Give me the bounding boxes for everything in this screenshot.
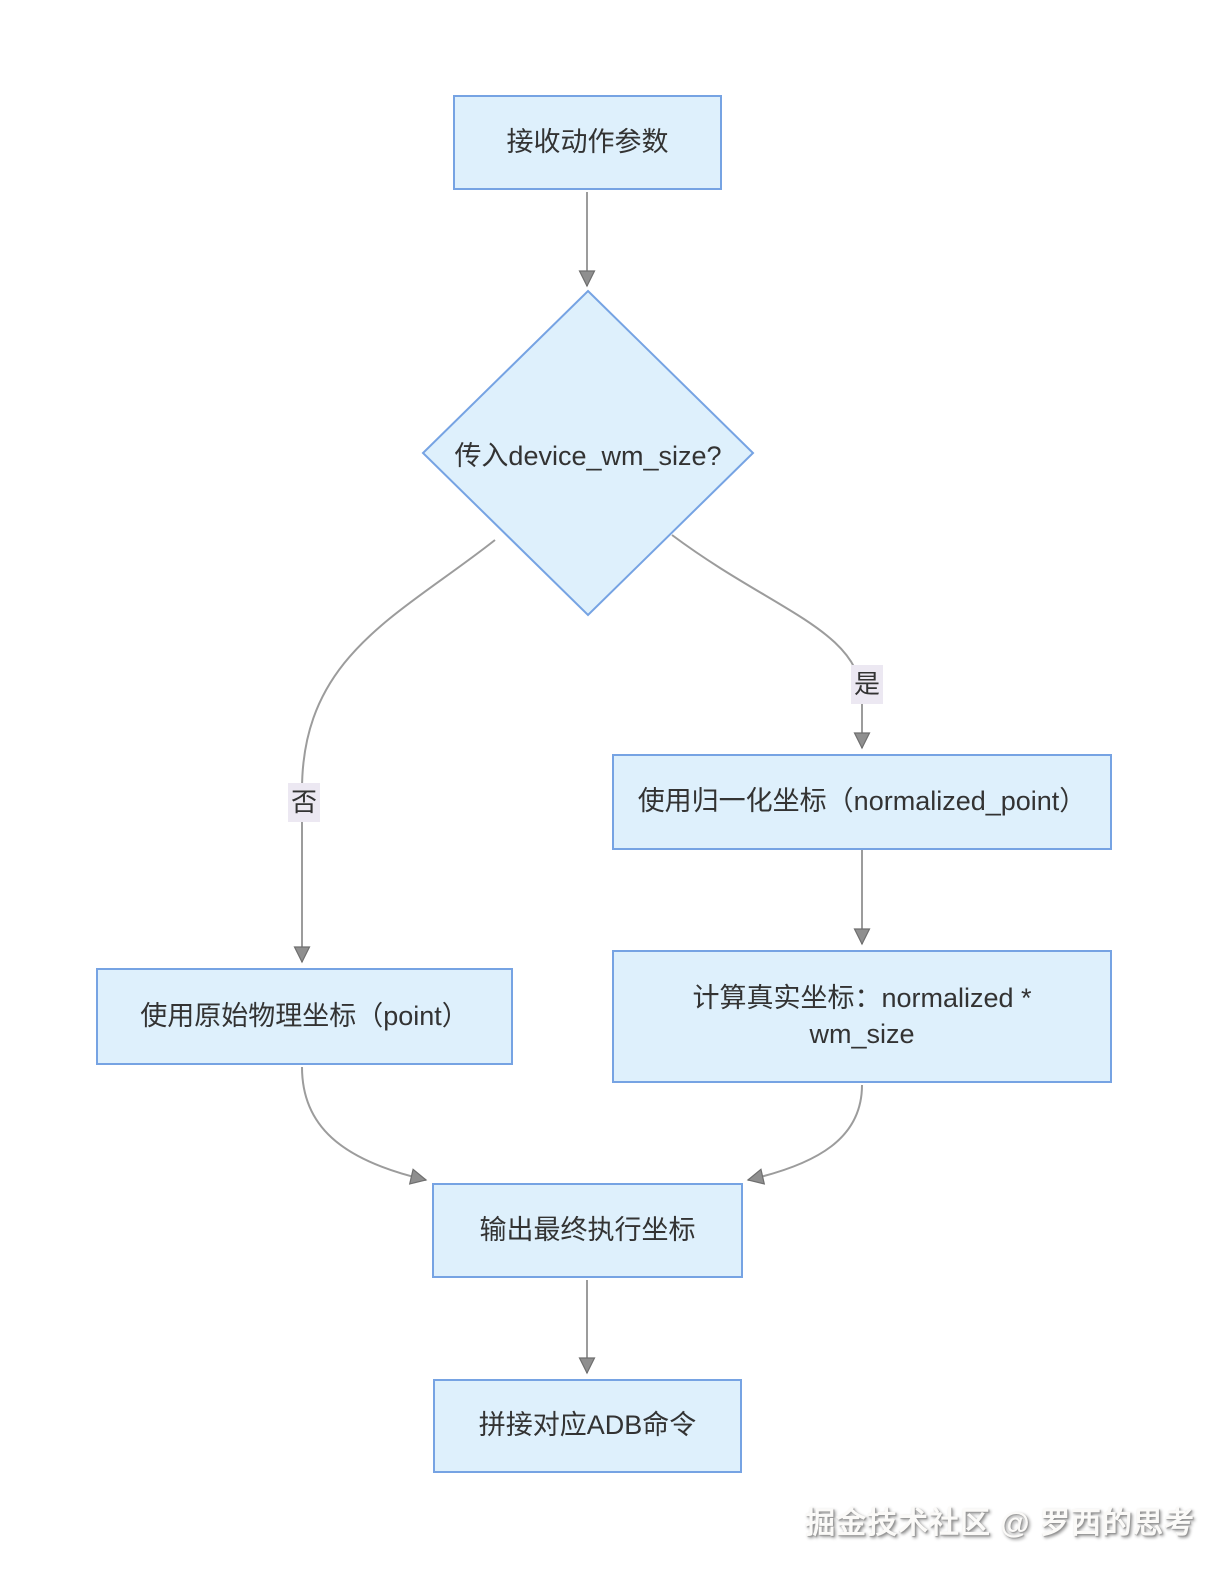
- node-normalized-point-label: 使用归一化坐标（normalized_point）: [637, 786, 1087, 817]
- edge-decision-to-normalized: [671, 534, 871, 750]
- edge-label-no: 否: [288, 783, 321, 823]
- edge-decision-to-physical: [293, 539, 496, 964]
- node-normalized-point: 使用归一化坐标（normalized_point）: [612, 754, 1112, 850]
- edge-physical-to-output: [301, 1066, 428, 1185]
- node-physical-point: 使用原始物理坐标（point）: [96, 968, 513, 1065]
- node-receive-params-label: 接收动作参数: [506, 126, 669, 157]
- node-compute-line-2: wm_size: [809, 1018, 915, 1049]
- node-output-coords-label: 输出最终执行坐标: [479, 1214, 696, 1245]
- watermark-text: 掘金技术社区 @ 罗西的思考: [805, 1507, 1195, 1540]
- node-adb-command-label: 拼接对应ADB命令: [478, 1410, 697, 1441]
- node-compute-line-1: 计算真实坐标：normalized *: [692, 983, 1032, 1014]
- edge-compute-to-output: [746, 1084, 863, 1185]
- node-receive-params: 接收动作参数: [453, 95, 722, 190]
- node-compute-real-coords-label: 计算真实坐标：normalized * wm_size: [692, 981, 1031, 1051]
- decision-diamond-shape: [421, 289, 755, 617]
- node-compute-real-coords: 计算真实坐标：normalized * wm_size: [612, 950, 1112, 1083]
- edge-label-yes: 是: [851, 665, 884, 705]
- node-decision-label: 传入device_wm_size?: [454, 440, 722, 471]
- node-output-coords: 输出最终执行坐标: [432, 1183, 743, 1278]
- node-decision-device-wm-size: 传入device_wm_size?: [433, 430, 743, 476]
- node-physical-point-label: 使用原始物理坐标（point）: [140, 1000, 469, 1031]
- node-adb-command: 拼接对应ADB命令: [433, 1379, 742, 1473]
